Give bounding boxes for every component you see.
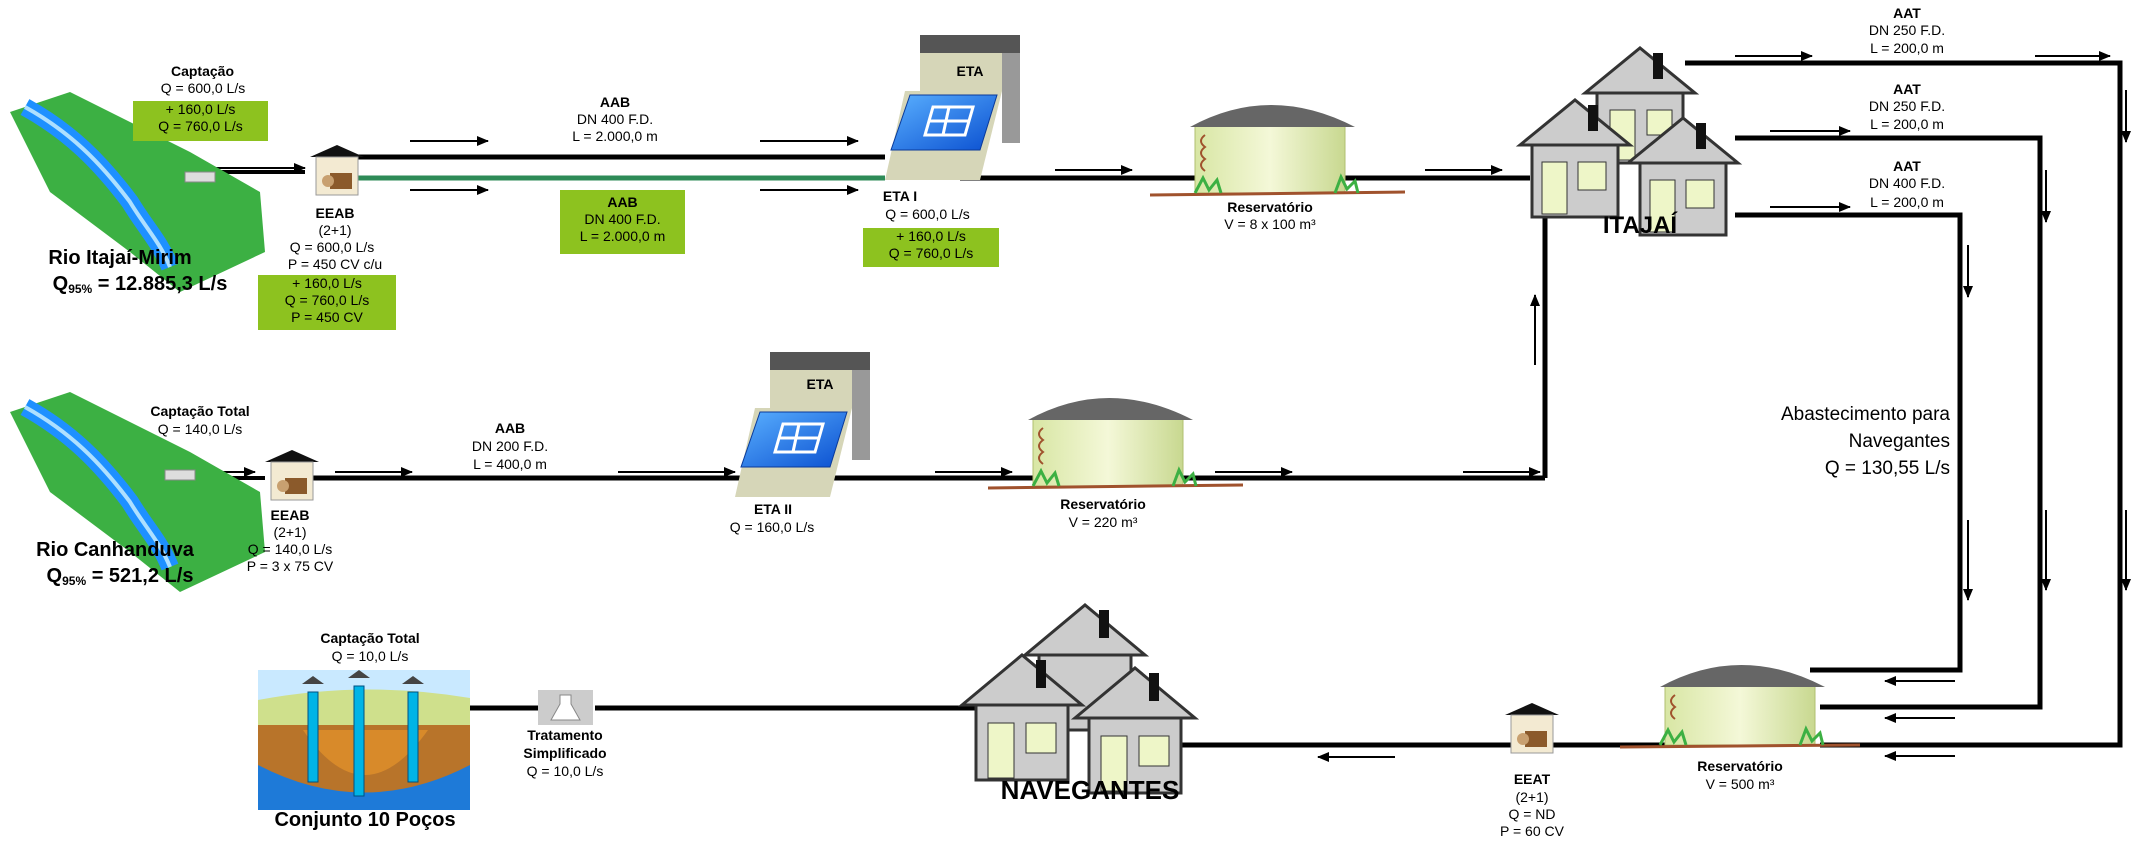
eeab-config: (2+1) bbox=[318, 222, 352, 238]
aat-title: AAT bbox=[1893, 81, 1921, 97]
reservoir-icon bbox=[987, 398, 1244, 490]
aat-title: AAT bbox=[1893, 158, 1921, 174]
reservoir-volume: V = 8 x 100 m³ bbox=[1224, 216, 1316, 232]
captacao-title: Captação Total bbox=[320, 630, 420, 646]
captacao-q: Q = 140,0 L/s bbox=[157, 421, 243, 437]
supply-note-q: Q = 130,55 L/s bbox=[1824, 458, 1950, 479]
river-q95: Q95% = 12.885,3 L/s bbox=[52, 273, 228, 296]
river-q95: Q95% = 521,2 L/s bbox=[46, 565, 194, 588]
houses-navegantes-icon bbox=[957, 603, 1200, 795]
captacao-q: Q = 600,0 L/s bbox=[160, 80, 246, 96]
eeab-p: P = 3 x 75 CV bbox=[246, 558, 334, 574]
supply-note-line2: Navegantes bbox=[1848, 431, 1950, 452]
aab-dn: DN 200 F.D. bbox=[471, 438, 549, 454]
eeat-q: Q = ND bbox=[1508, 806, 1556, 822]
aat-length: L = 200,0 m bbox=[1870, 116, 1944, 132]
river-name: Rio Itajaí-Mirim bbox=[48, 247, 192, 269]
city-navegantes: NAVEGANTES bbox=[1000, 775, 1180, 805]
supply-note-line1: Abastecimento para bbox=[1781, 404, 1950, 425]
reservoir-title: Reservatório bbox=[1060, 496, 1146, 512]
eta-tag: ETA bbox=[806, 376, 834, 392]
reservoir-icon bbox=[1149, 105, 1406, 197]
eeab-q: Q = 140,0 L/s bbox=[247, 541, 333, 557]
wells-icon bbox=[258, 670, 470, 810]
eeab-p: P = 450 CV c/u bbox=[287, 256, 383, 272]
treatment-title-2: Simplificado bbox=[523, 745, 607, 761]
flow-arrows-row1 bbox=[205, 136, 1503, 195]
flask-icon bbox=[538, 690, 593, 725]
houses-itajai-icon bbox=[1515, 46, 1743, 237]
reservoir-title: Reservatório bbox=[1227, 199, 1313, 215]
aab-length: L = 2.000,0 m bbox=[572, 128, 658, 144]
eta-q: Q = 600,0 L/s bbox=[885, 206, 970, 222]
eta-title: ETA I bbox=[882, 188, 918, 204]
eta-title: ETA II bbox=[753, 501, 793, 517]
treatment-q: Q = 10,0 L/s bbox=[526, 763, 604, 779]
aab-title: AAB bbox=[494, 420, 526, 436]
eta-plant-icon bbox=[885, 35, 1020, 180]
river-icon bbox=[10, 92, 265, 292]
pump-station-icon bbox=[310, 145, 364, 196]
pump-station-icon bbox=[1505, 703, 1559, 754]
eeab-title: EEAB bbox=[270, 507, 310, 523]
aat-arrows bbox=[1735, 51, 2131, 761]
aat-title: AAT bbox=[1893, 5, 1921, 21]
aat-dn: DN 250 F.D. bbox=[1868, 98, 1946, 114]
eeat-config: (2+1) bbox=[1515, 789, 1549, 805]
treatment-title: Tratamento bbox=[527, 727, 603, 743]
eeat-title: EEAT bbox=[1513, 771, 1551, 787]
aat-pipes bbox=[1685, 60, 2123, 748]
aab-dn: DN 400 F.D. bbox=[576, 111, 654, 127]
aat-dn: DN 250 F.D. bbox=[1868, 22, 1946, 38]
pump-station-icon bbox=[265, 450, 319, 501]
eeat-p: P = 60 CV bbox=[1500, 823, 1564, 839]
aat-dn: DN 400 F.D. bbox=[1868, 175, 1946, 191]
wells-name: Conjunto 10 Poços bbox=[274, 809, 456, 831]
river-name: Rio Canhanduva bbox=[36, 539, 194, 561]
captacao-title: Captação bbox=[170, 63, 235, 79]
aat-length: L = 200,0 m bbox=[1870, 194, 1944, 210]
eta-plant-icon bbox=[735, 352, 870, 497]
river-icon bbox=[10, 392, 265, 592]
aab-length: L = 400,0 m bbox=[473, 456, 547, 472]
reservoir-icon bbox=[1619, 665, 1861, 749]
reservoir-title: Reservatório bbox=[1697, 758, 1783, 774]
eeab-q: Q = 600,0 L/s bbox=[289, 239, 375, 255]
eta-tag: ETA bbox=[956, 63, 984, 79]
eeab-title: EEAB bbox=[315, 205, 355, 221]
reservoir-volume: V = 220 m³ bbox=[1068, 514, 1138, 530]
reservoir-volume: V = 500 m³ bbox=[1705, 776, 1775, 792]
captacao-title: Captação Total bbox=[150, 403, 250, 419]
city-itajai: ITAJAÍ bbox=[1602, 212, 1678, 239]
aab-title: AAB bbox=[599, 94, 631, 110]
eta-q: Q = 160,0 L/s bbox=[729, 519, 815, 535]
aat-length: L = 200,0 m bbox=[1870, 40, 1944, 56]
eeab-config: (2+1) bbox=[273, 524, 307, 540]
captacao-q: Q = 10,0 L/s bbox=[331, 648, 409, 664]
pipes-row3 bbox=[465, 705, 1690, 748]
